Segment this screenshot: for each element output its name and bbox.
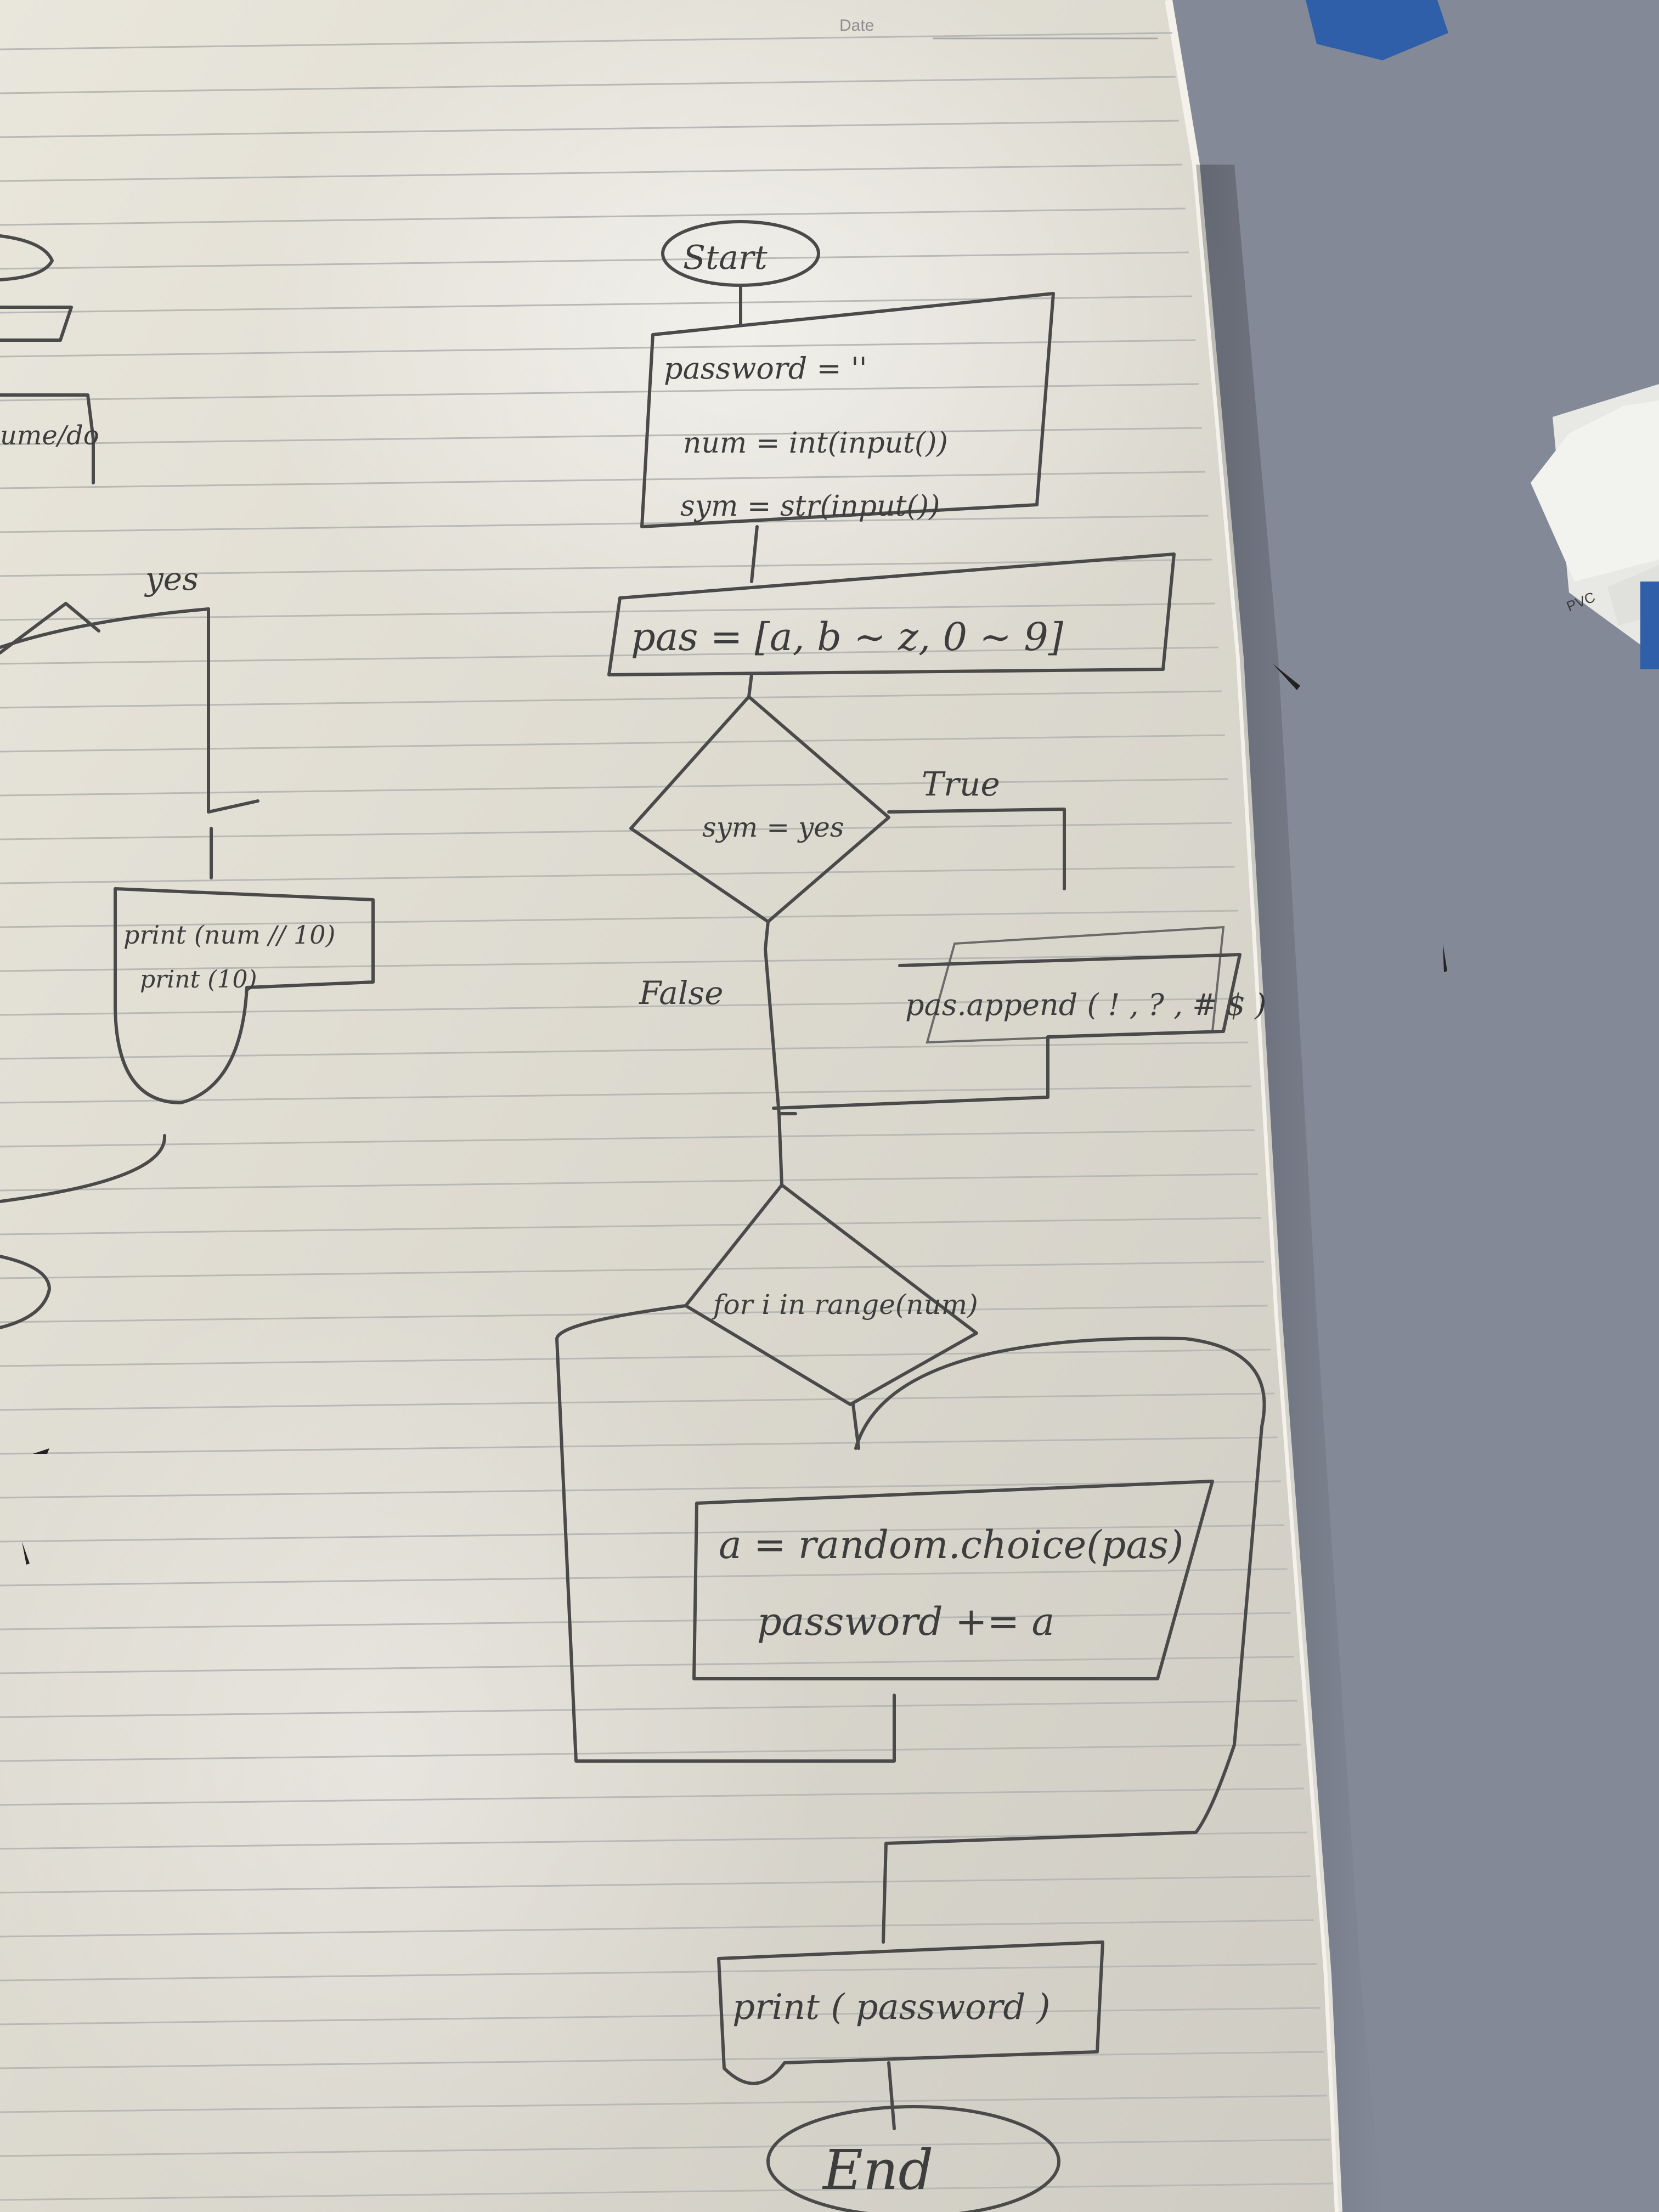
ruled-line <box>0 1085 1251 1104</box>
ruled-line <box>0 515 1209 533</box>
ruled-line <box>0 207 1186 226</box>
true-label: True <box>922 765 1000 804</box>
decision-loop <box>684 1183 978 1406</box>
blue-object <box>1306 0 1448 60</box>
ruled-line <box>0 1875 1311 1894</box>
ruled-line <box>0 866 1235 884</box>
date-label: Date <box>839 16 874 35</box>
ruled-line <box>0 1787 1304 1806</box>
loop-decision-text: for i in range(num) <box>711 1289 978 1321</box>
ruled-line <box>0 383 1199 402</box>
ruled-line <box>0 1129 1255 1148</box>
left-yes-label: yes <box>144 560 199 597</box>
append-box <box>772 953 1242 1110</box>
ruled-line <box>0 997 1245 1016</box>
ruled-line <box>0 427 1202 445</box>
output-text: print ( password ) <box>732 1987 1051 2028</box>
pas-list-text: pas = [a, b ~ z, 0 ~ 9] <box>631 614 1064 659</box>
pas-list-box <box>607 552 1176 676</box>
end-terminator <box>766 2105 1060 2212</box>
end-label: End <box>822 2138 933 2202</box>
false-label: False <box>639 974 724 1012</box>
eraser-debris <box>22 664 1447 1565</box>
ruled-line <box>0 910 1238 928</box>
ruled-line <box>0 1348 1271 1367</box>
light-glare <box>247 0 1234 713</box>
decision-sym-text: sym = yes <box>702 811 844 843</box>
ruled-line <box>0 1173 1258 1192</box>
ruled-line <box>0 1568 1288 1587</box>
left-process-text: ume/do <box>0 420 99 451</box>
eraser: PVC <box>1531 384 1659 669</box>
left-print-line-2: print (10) <box>140 966 257 994</box>
init-line-1: password = '' <box>664 351 867 386</box>
ruled-line <box>0 2051 1324 2069</box>
page-shadow <box>1196 165 1383 2212</box>
ruled-line <box>0 1261 1265 1279</box>
light-glare-lower <box>0 1262 823 2212</box>
ruled-line <box>0 1041 1248 1060</box>
ruled-line <box>0 822 1232 840</box>
init-line-2: num = int(input()) <box>683 427 948 460</box>
ruled-line <box>0 1392 1274 1411</box>
ruled-line <box>0 558 1212 577</box>
init-line-3: sym = str(input()) <box>680 490 940 523</box>
ruled-line <box>0 1656 1294 1674</box>
ruled-line <box>0 1480 1281 1499</box>
loop-body-line-2: password += a <box>757 1599 1054 1644</box>
ruled-line <box>0 602 1215 621</box>
ruled-line <box>0 1919 1314 1938</box>
ruled-line <box>0 471 1205 489</box>
ruled-line <box>0 251 1189 270</box>
start-label: Start <box>683 239 768 277</box>
ruled-line <box>0 1743 1301 1762</box>
init-process-box <box>640 292 1055 528</box>
append-text: pas.append ( ! , ? , # $ ) <box>905 988 1266 1022</box>
ruled-line <box>0 1963 1317 1982</box>
loop-body-line-1: a = random.choice(pas) <box>719 1522 1183 1567</box>
left-print-line-1: print (num // 10) <box>123 920 335 950</box>
ruled-line <box>0 120 1179 138</box>
ruled-line <box>0 1612 1291 1630</box>
output-box <box>717 1940 1104 2085</box>
ruled-line <box>0 2095 1327 2113</box>
ruled-line <box>0 163 1182 182</box>
ruled-line <box>0 2182 1334 2201</box>
main-flowchart: Start password = '' num = int(input()) s… <box>555 220 1266 2212</box>
ruled-lines <box>0 32 1334 2201</box>
ruled-line <box>0 953 1242 972</box>
ruled-line <box>0 76 1176 94</box>
ruled-line <box>0 1436 1278 1455</box>
left-flowchart-fragment: ume/do yes print (num // 10) print (10) <box>0 234 375 1329</box>
ruled-line <box>0 690 1222 709</box>
ruled-line <box>0 734 1225 753</box>
ruled-line <box>0 1700 1297 1718</box>
loop-body-box <box>692 1480 1214 1680</box>
ruled-line <box>0 1217 1261 1235</box>
ruled-line <box>0 339 1195 358</box>
ruled-line <box>0 646 1218 665</box>
ruled-line <box>0 778 1228 797</box>
ruled-line <box>0 2138 1330 2157</box>
ruled-line <box>0 1524 1284 1543</box>
ruled-line <box>0 32 1172 50</box>
